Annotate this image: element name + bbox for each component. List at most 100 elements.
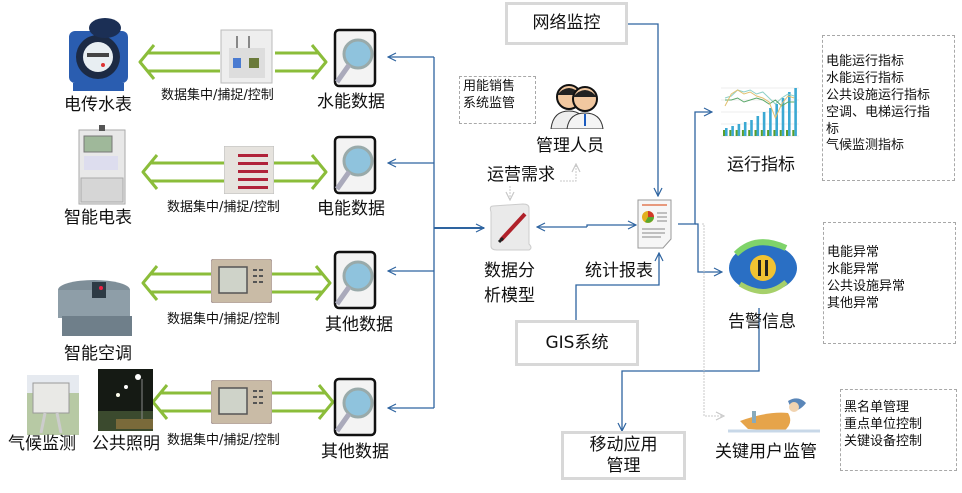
thumb-bar bbox=[754, 130, 757, 136]
network-monitor-box[interactable]: 网络监控 bbox=[505, 2, 628, 45]
energy-sales-note: 用能销售 系统监管 bbox=[459, 76, 536, 124]
run-indicator-item: 标 bbox=[826, 121, 840, 137]
thumb-line bbox=[724, 89, 795, 120]
ops-demand-label: 运营需求 bbox=[487, 165, 555, 185]
stat-report-label: 统计报表 bbox=[585, 261, 653, 281]
alarm-info-label: 告警信息 bbox=[728, 312, 796, 332]
thumb-bar bbox=[723, 130, 725, 136]
thumb-bar bbox=[775, 104, 778, 136]
thumb-bar bbox=[731, 126, 734, 136]
document-search-icon bbox=[331, 375, 383, 439]
thumb-bar bbox=[756, 116, 760, 136]
alarm-item: 其他异常 bbox=[827, 295, 880, 311]
network-to-report-connector bbox=[628, 23, 658, 196]
report-to-outputs-connector bbox=[678, 112, 722, 272]
key-user-item: 重点单位控制 bbox=[844, 416, 923, 432]
ops-demand-connector bbox=[510, 164, 576, 200]
run-indicator-item: 电能运行指标 bbox=[826, 54, 905, 69]
document-search-icon bbox=[331, 26, 383, 90]
gis-label: GIS系统 bbox=[545, 332, 609, 353]
controller-panel-icon bbox=[211, 380, 272, 424]
thumb-bar bbox=[748, 130, 751, 136]
thumb-bar bbox=[769, 108, 772, 136]
data-bus-connector bbox=[388, 57, 484, 408]
alarm-item: 电能异常 bbox=[827, 245, 880, 260]
relay-panel-icon bbox=[224, 146, 274, 194]
thumb-bar bbox=[788, 92, 791, 136]
collector-label-1: 数据集中/捕捉/控制 bbox=[161, 88, 274, 103]
mobile-app-label-1: 移动应用 bbox=[589, 435, 658, 456]
key-user-list: 黑名单管理 重点单位控制 关键设备控制 bbox=[840, 389, 957, 471]
collector-label-3: 数据集中/捕捉/控制 bbox=[167, 312, 280, 327]
weather-station-icon bbox=[27, 375, 79, 435]
thumb-bar bbox=[792, 130, 795, 136]
thumb-bar bbox=[741, 130, 744, 136]
scroll-pen-icon bbox=[487, 202, 535, 252]
street-light-icon bbox=[98, 369, 153, 431]
thumb-bar bbox=[760, 130, 763, 136]
double-arrow-row bbox=[138, 44, 328, 80]
thumb-bar bbox=[735, 130, 738, 136]
key-user-label: 关键用户监管 bbox=[715, 442, 817, 462]
thumb-bar bbox=[767, 130, 770, 136]
data-node-label-water: 水能数据 bbox=[317, 92, 385, 112]
mobile-app-box[interactable]: 移动应用 管理 bbox=[561, 431, 686, 480]
analysis-report-connector bbox=[537, 225, 636, 227]
air-conditioner-icon bbox=[54, 276, 139, 338]
control-cabinet-icon bbox=[219, 28, 274, 85]
mobile-app-label-2: 管理 bbox=[606, 455, 641, 476]
thumb-bar bbox=[781, 98, 785, 136]
thumb-bar bbox=[737, 124, 741, 136]
analysis-model-label-1: 数据分 bbox=[484, 261, 535, 281]
thumb-bar bbox=[779, 130, 782, 136]
document-search-icon bbox=[331, 133, 383, 197]
thumb-line bbox=[725, 97, 795, 107]
run-indicator-item: 公共设施运行指标 bbox=[826, 87, 931, 103]
run-indicator-item: 气候监测指标 bbox=[826, 138, 905, 154]
collector-label-2: 数据集中/捕捉/控制 bbox=[167, 200, 280, 215]
device-label-lighting: 公共照明 bbox=[92, 434, 160, 454]
managers-label: 管理人员 bbox=[536, 136, 604, 156]
thumb-bar bbox=[750, 120, 753, 136]
alarm-item: 水能异常 bbox=[827, 261, 880, 277]
report-chart-icon bbox=[637, 199, 672, 249]
run-indicators-label: 运行指标 bbox=[727, 155, 795, 175]
data-node-label-electric: 电能数据 bbox=[317, 199, 385, 219]
key-user-item: 黑名单管理 bbox=[844, 400, 910, 415]
data-node-label-other-2: 其他数据 bbox=[321, 442, 389, 462]
managers-icon bbox=[549, 83, 609, 129]
bar-line-chart-icon bbox=[713, 78, 800, 143]
gis-to-report-connector bbox=[575, 253, 659, 320]
alarm-to-mobile-connector bbox=[622, 308, 760, 431]
thumb-bar bbox=[786, 130, 788, 136]
run-indicators-list: 电能运行指标 水能运行指标 公共设施运行指标 空调、电梯运行指 标 气候监测指标 bbox=[822, 35, 955, 181]
device-label-electric-meter: 智能电表 bbox=[64, 208, 132, 228]
water-meter-icon bbox=[65, 13, 132, 95]
alarm-info-list: 电能异常 水能异常 公共设施异常 其他异常 bbox=[823, 222, 956, 344]
device-label-weather: 气候监测 bbox=[8, 434, 76, 454]
run-indicator-item: 空调、电梯运行指 bbox=[826, 104, 931, 120]
collector-label-4: 数据集中/捕捉/控制 bbox=[167, 433, 280, 448]
double-arrow-row bbox=[151, 384, 335, 420]
double-arrow-row bbox=[141, 154, 328, 190]
thumb-bar bbox=[743, 122, 747, 136]
controller-panel-icon bbox=[211, 259, 272, 303]
energy-sales-line-1: 用能销售 bbox=[463, 79, 516, 94]
thumb-bar bbox=[794, 88, 797, 136]
double-arrow-row bbox=[141, 265, 332, 301]
document-search-icon bbox=[331, 248, 383, 312]
device-label-water-meter: 电传水表 bbox=[64, 95, 132, 115]
alarm-cycle-icon bbox=[726, 238, 801, 298]
network-monitor-label: 网络监控 bbox=[532, 13, 601, 34]
person-writing-icon bbox=[728, 397, 820, 434]
electric-meter-icon bbox=[77, 124, 127, 206]
energy-sales-line-2: 系统监管 bbox=[463, 95, 516, 111]
analysis-model-label-2: 析模型 bbox=[484, 286, 535, 306]
alarm-item: 公共设施异常 bbox=[827, 278, 906, 294]
run-indicator-item: 水能运行指标 bbox=[826, 70, 905, 86]
thumb-bar bbox=[762, 112, 766, 136]
gis-box[interactable]: GIS系统 bbox=[515, 320, 639, 366]
thumb-bar bbox=[729, 130, 732, 136]
